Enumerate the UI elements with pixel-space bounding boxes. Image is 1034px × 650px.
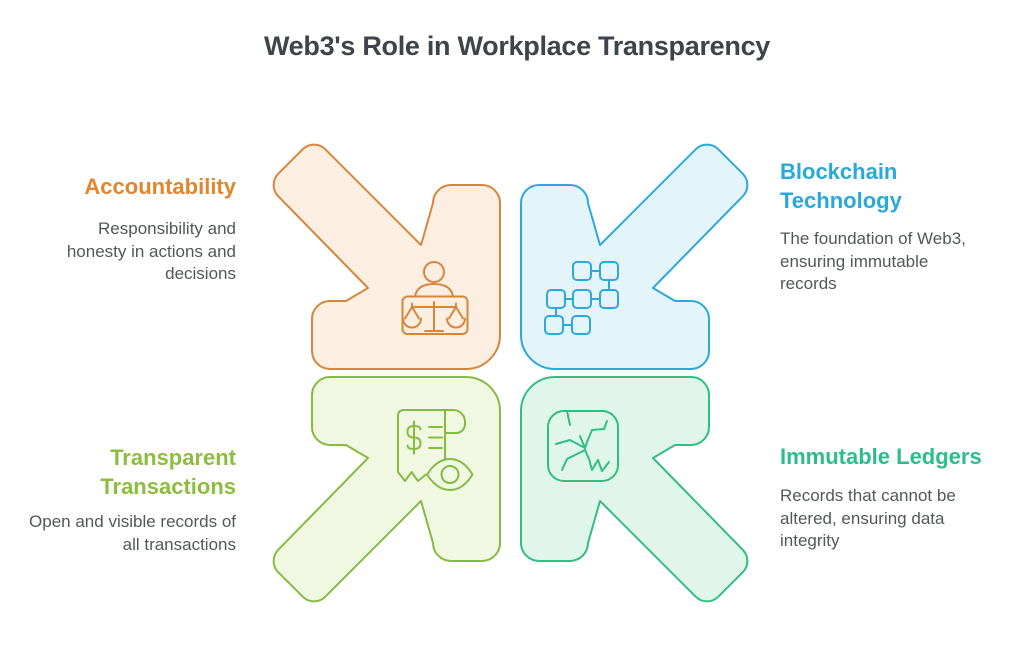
person-with-scales-icon — [401, 261, 469, 335]
accountability-description: Responsibility and honesty in actions an… — [66, 219, 236, 283]
cracked-block-icon — [547, 410, 619, 482]
blockchain-technology-arrow — [520, 143, 749, 370]
blockchain-network-icon — [544, 261, 619, 335]
transparent-transactions-heading: Transparent Transactions — [100, 445, 236, 499]
immutable-ledgers-heading: Immutable Ledgers — [780, 444, 982, 469]
immutable-ledgers-arrow — [520, 376, 749, 603]
transparent-transactions-description: Open and visible records of all transact… — [29, 512, 236, 554]
blockchain-technology-description: The foundation of Web3, ensuring immutab… — [780, 229, 966, 293]
transparent-transactions-arrow — [272, 376, 501, 603]
accountability-heading: Accountability — [84, 174, 236, 199]
receipt-with-eye-icon — [397, 408, 474, 491]
page-title: Web3's Role in Workplace Transparency — [263, 31, 770, 61]
accountability-arrow — [272, 143, 501, 370]
blockchain-technology-heading: Blockchain Technology — [780, 159, 902, 213]
immutable-ledgers-description: Records that cannot be altered, ensuring… — [780, 486, 956, 550]
